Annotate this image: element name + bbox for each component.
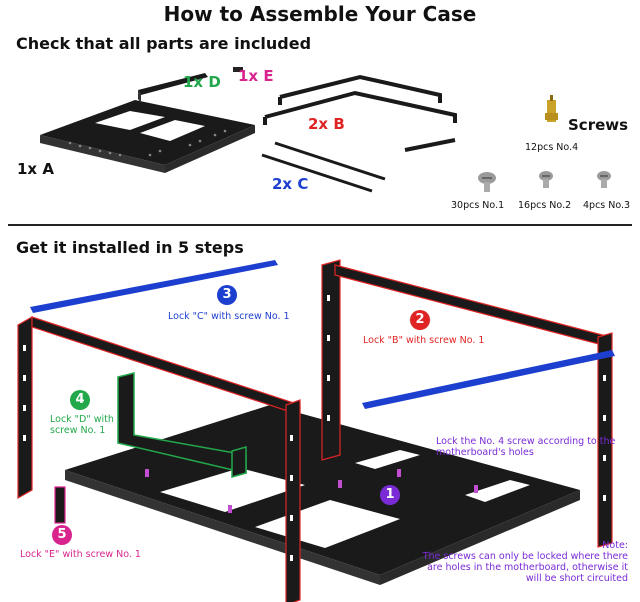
note-text: The screws can only be locked where ther…: [422, 551, 628, 584]
screw-no3-count: 4pcs No.3: [583, 200, 631, 211]
note-title: Note:: [602, 540, 628, 551]
steps-heading: Get it installed in 5 steps: [16, 238, 244, 257]
assembled-part-e: [54, 486, 66, 524]
part-b-label: 2x B: [308, 115, 345, 133]
step-1-text: Lock the No. 4 screw according to the mo…: [436, 436, 616, 458]
rail-c-right: [362, 350, 615, 409]
part-d-bracket: [138, 73, 208, 103]
step-5-badge: 5: [52, 525, 72, 545]
step-3-text: Lock "C" with screw No. 1: [168, 311, 290, 322]
parts-check-heading: Check that all parts are included: [16, 34, 312, 53]
step-4-text: Lock "D" with screw No. 1: [50, 414, 114, 436]
screw-no1-icon: [478, 172, 496, 192]
parts-illustration: [40, 67, 611, 193]
part-a-plate: [40, 100, 255, 173]
part-c-rails: [261, 141, 386, 193]
screw-no2-icon: [539, 171, 553, 188]
note-block: Note: The screws can only be locked wher…: [420, 540, 628, 584]
part-e-bracket: [233, 67, 243, 72]
step-3-badge: 3: [217, 285, 237, 305]
part-d-label: 1x D: [183, 73, 221, 91]
rail-c-top: [30, 260, 278, 313]
screw-no2-count: 16pcs No.2: [518, 200, 572, 211]
assembled-part-d: [117, 372, 247, 478]
step-1-badge: 1: [380, 485, 400, 505]
step-2-text: Lock "B" with screw No. 1: [363, 335, 485, 346]
screw-no4-count: 12pcs No.4: [525, 142, 579, 153]
step-4-badge: 4: [70, 390, 90, 410]
standoff-no4-icon: [545, 95, 558, 122]
assembly-illustration: [17, 259, 615, 602]
step-5-text: Lock "E" with screw No. 1: [20, 549, 141, 560]
screws-label: Screws: [568, 116, 629, 134]
page-title: How to Assemble Your Case: [163, 2, 477, 26]
part-c-label: 2x C: [272, 175, 309, 193]
back-frame: [321, 259, 613, 548]
part-e-label: 1x E: [238, 67, 274, 85]
screw-no1-count: 30pcs No.1: [451, 200, 505, 211]
part-a-label: 1x A: [17, 160, 54, 178]
part-b-frames: [263, 74, 457, 152]
step-2-badge: 2: [410, 310, 430, 330]
section-divider: [8, 224, 632, 226]
screw-no3-icon: [597, 171, 611, 188]
standoffs: [145, 469, 478, 513]
